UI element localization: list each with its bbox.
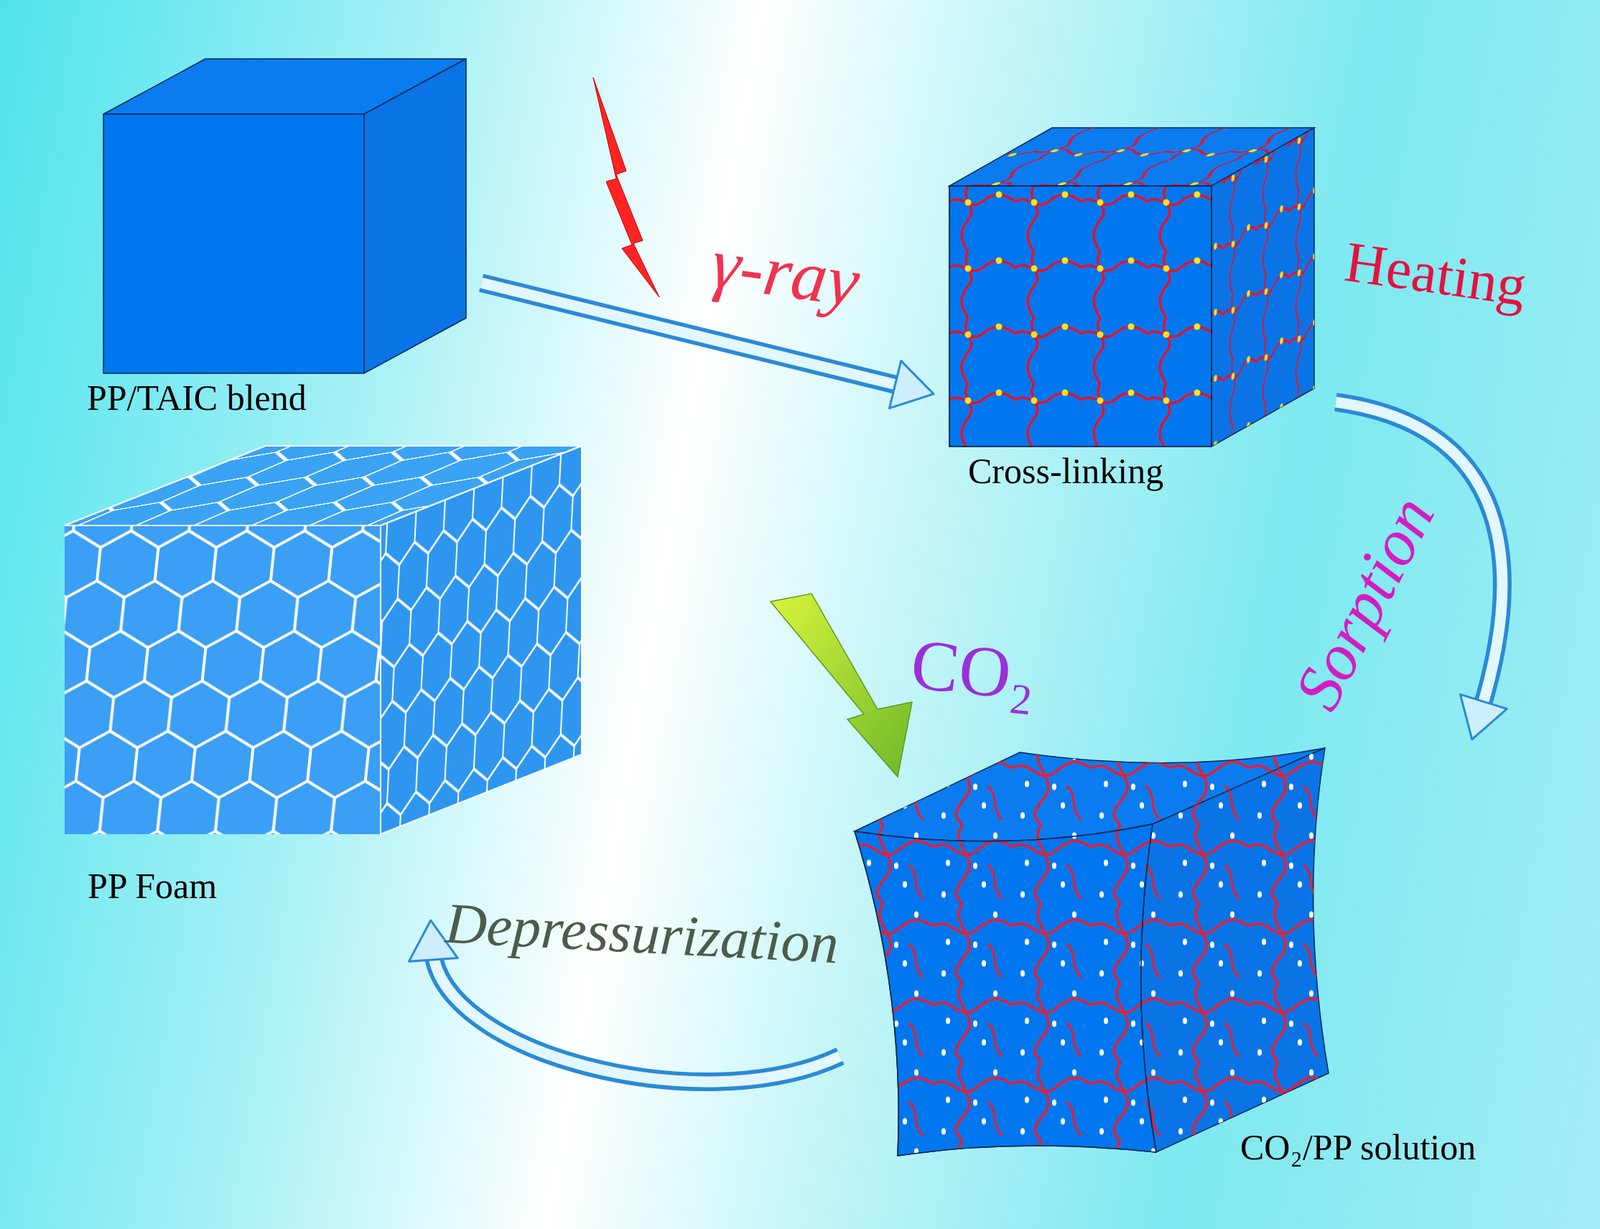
cube-edge <box>380 445 582 835</box>
annotation-label: Heating <box>1341 229 1531 318</box>
arrow-label: Sorption <box>1280 485 1449 722</box>
arrow-label: Depressurization <box>443 891 841 976</box>
network-fill <box>949 185 1212 447</box>
cube-node: PP/TAIC blend <box>78 50 482 439</box>
cube-node: Cross-linking <box>933 114 1336 503</box>
cube-edge <box>64 445 582 526</box>
cube-side-network <box>1211 127 1315 447</box>
crosslinked-cube <box>949 127 1315 447</box>
cell-fill <box>380 445 582 835</box>
cube-front <box>949 185 1212 447</box>
cube-side <box>364 58 467 374</box>
annotation-label: CO₂ <box>907 624 1040 717</box>
cell-fill <box>64 525 381 835</box>
network-fill <box>854 824 1157 1157</box>
plain-cube <box>103 58 467 374</box>
node-label: PP/TAIC blend <box>86 377 307 420</box>
cube-front <box>854 824 1157 1157</box>
node-label: CO₂/PP solution <box>1240 1127 1476 1170</box>
cube-node: CO₂/PP solution <box>840 739 1537 1172</box>
network-fill <box>1211 127 1315 447</box>
lightning-bolt <box>593 77 660 298</box>
cube-edge <box>949 185 1212 447</box>
node-label: Cross-linking <box>968 450 1164 493</box>
cube-side <box>1141 748 1329 1153</box>
swollen-cube <box>854 748 1329 1157</box>
foam-cube <box>64 445 582 835</box>
network-fill <box>1141 748 1329 1153</box>
arrow-head <box>1459 694 1507 740</box>
cube-side <box>380 445 582 835</box>
cube-front <box>64 525 381 835</box>
cube-node: PP Foam <box>50 430 597 921</box>
node-label: PP Foam <box>87 866 217 908</box>
cube-side <box>1211 127 1315 447</box>
cube-front <box>103 114 365 374</box>
arrow-label: γ-ray <box>706 223 864 323</box>
gas-arrow <box>770 593 913 778</box>
cube-side-cells <box>380 445 582 835</box>
arrow-head <box>889 361 934 409</box>
